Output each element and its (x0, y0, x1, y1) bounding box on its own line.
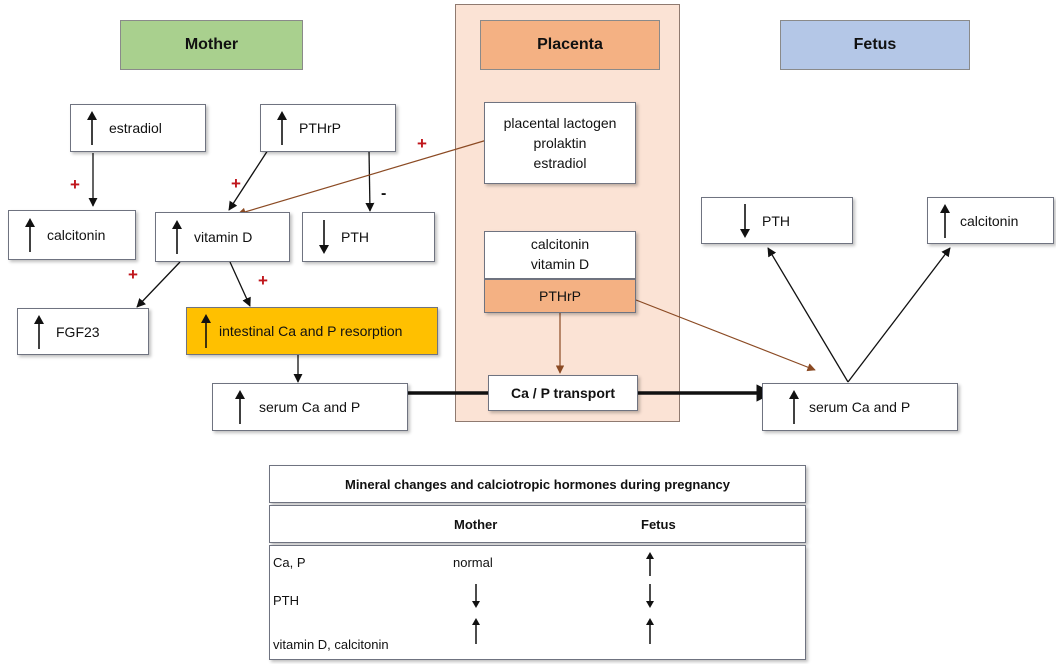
mother-serum-box: serum Ca and P (212, 383, 408, 431)
vitamin-d-label: vitamin D (194, 229, 253, 245)
mother-calcitonin-box: calcitonin (8, 210, 136, 260)
fetus-header: Fetus (780, 20, 970, 70)
fetus-header-label: Fetus (853, 36, 897, 53)
intestinal-resorption-box: intestinal Ca and P resorption (186, 307, 438, 355)
arrow-serum-fetal-calcitonin (847, 247, 951, 383)
arrow-placenta-vitamin-d (237, 139, 488, 216)
placental-pthrp-box: PTHrP (484, 279, 636, 313)
plus-sign-placental-hormones: + (417, 134, 427, 153)
mother-vitamin-d-box: vitamin D (155, 212, 290, 262)
intestinal-label: intestinal Ca and P resorption (219, 323, 403, 339)
down-arrow-icon (740, 203, 750, 238)
up-arrow-icon (940, 203, 950, 238)
arrow-vitamin-d-intestinal (229, 261, 251, 307)
down-arrow-icon (646, 584, 654, 608)
row-label-pth: PTH (273, 593, 299, 608)
row-label-ca-p: Ca, P (273, 555, 306, 570)
fetus-pth-box: PTH (701, 197, 853, 244)
row-label-vitamin-d-calcitonin: vitamin D, calcitonin (273, 637, 389, 652)
plus-sign-vitamin-d: + (231, 174, 241, 193)
placental-pthrp-label: PTHrP (539, 288, 581, 304)
placenta-header: Placenta (480, 20, 660, 70)
up-arrow-icon (472, 618, 480, 644)
up-arrow-icon (172, 220, 182, 254)
up-arrow-icon (646, 618, 654, 644)
fetus-pth-label: PTH (762, 212, 790, 229)
ca-p-transport-box: Ca / P transport (488, 375, 638, 411)
placental-calcitonin-vitamin-d-box: calcitonin vitamin D (484, 231, 636, 279)
up-arrow-icon (201, 314, 211, 348)
summary-table-title-row: Mineral changes and calciotropic hormone… (269, 465, 806, 503)
plus-sign-fgf23: + (128, 265, 138, 284)
column-header-fetus: Fetus (641, 517, 676, 532)
row-ca-p-mother-value: normal (453, 555, 493, 570)
placental-calcitonin-label: calcitonin (530, 236, 590, 253)
up-arrow-icon (25, 218, 35, 252)
arrow-pthrp-fetus-serum (635, 299, 816, 372)
plus-sign-intestinal: + (258, 271, 268, 290)
fetus-calcitonin-box: calcitonin (927, 197, 1054, 244)
summary-table-header-row: Mother Fetus (269, 505, 806, 543)
summary-table-title: Mineral changes and calciotropic hormone… (344, 477, 731, 492)
placental-hormones-box: placental lactogen prolaktin estradiol (484, 102, 636, 184)
fgf23-label: FGF23 (56, 323, 100, 340)
prolaktin-label: prolaktin (533, 134, 587, 151)
placenta-column (455, 4, 680, 422)
fetus-calcitonin-label: calcitonin (960, 212, 1019, 229)
mother-pth-box: PTH (302, 212, 435, 262)
down-arrow-icon (472, 584, 480, 608)
mother-fgf23-box: FGF23 (17, 308, 149, 355)
up-arrow-icon (646, 552, 654, 576)
arrow-pthrp-pth (365, 149, 375, 212)
placental-estradiol-label: estradiol (533, 155, 587, 172)
down-arrow-icon (319, 220, 329, 254)
placental-lactogen-label: placental lactogen (503, 114, 617, 131)
arrow-vitamin-d-fgf23 (136, 261, 181, 308)
minus-sign-pth: - (381, 185, 387, 202)
up-arrow-icon (277, 111, 287, 145)
mother-header: Mother (120, 20, 303, 70)
mother-serum-label: serum Ca and P (259, 399, 361, 415)
mother-estradiol-box: estradiol (70, 104, 206, 152)
up-arrow-icon (789, 390, 799, 424)
pthrp-label: PTHrP (299, 120, 341, 136)
calcitonin-label: calcitonin (47, 227, 106, 243)
column-header-mother: Mother (454, 517, 498, 532)
arrow-pthrp-vitamin-d (228, 149, 269, 211)
transport-label: Ca / P transport (511, 385, 615, 401)
up-arrow-icon (87, 111, 97, 145)
estradiol-label: estradiol (109, 120, 162, 136)
pth-label: PTH (341, 229, 369, 245)
plus-sign-calcitonin: + (70, 175, 80, 194)
placental-vitamin-d-label: vitamin D (530, 256, 590, 272)
fetus-serum-box: serum Ca and P (762, 383, 958, 431)
placenta-header-label: Placenta (537, 36, 603, 53)
up-arrow-icon (235, 390, 245, 424)
mother-header-label: Mother (184, 36, 239, 53)
summary-table-body: Ca, P normal PTH vitamin D, calcitonin (269, 545, 806, 660)
up-arrow-icon (34, 314, 44, 349)
mother-pthrp-box: PTHrP (260, 104, 396, 152)
arrow-serum-fetal-pth (767, 247, 849, 383)
fetus-serum-label: serum Ca and P (809, 399, 911, 415)
